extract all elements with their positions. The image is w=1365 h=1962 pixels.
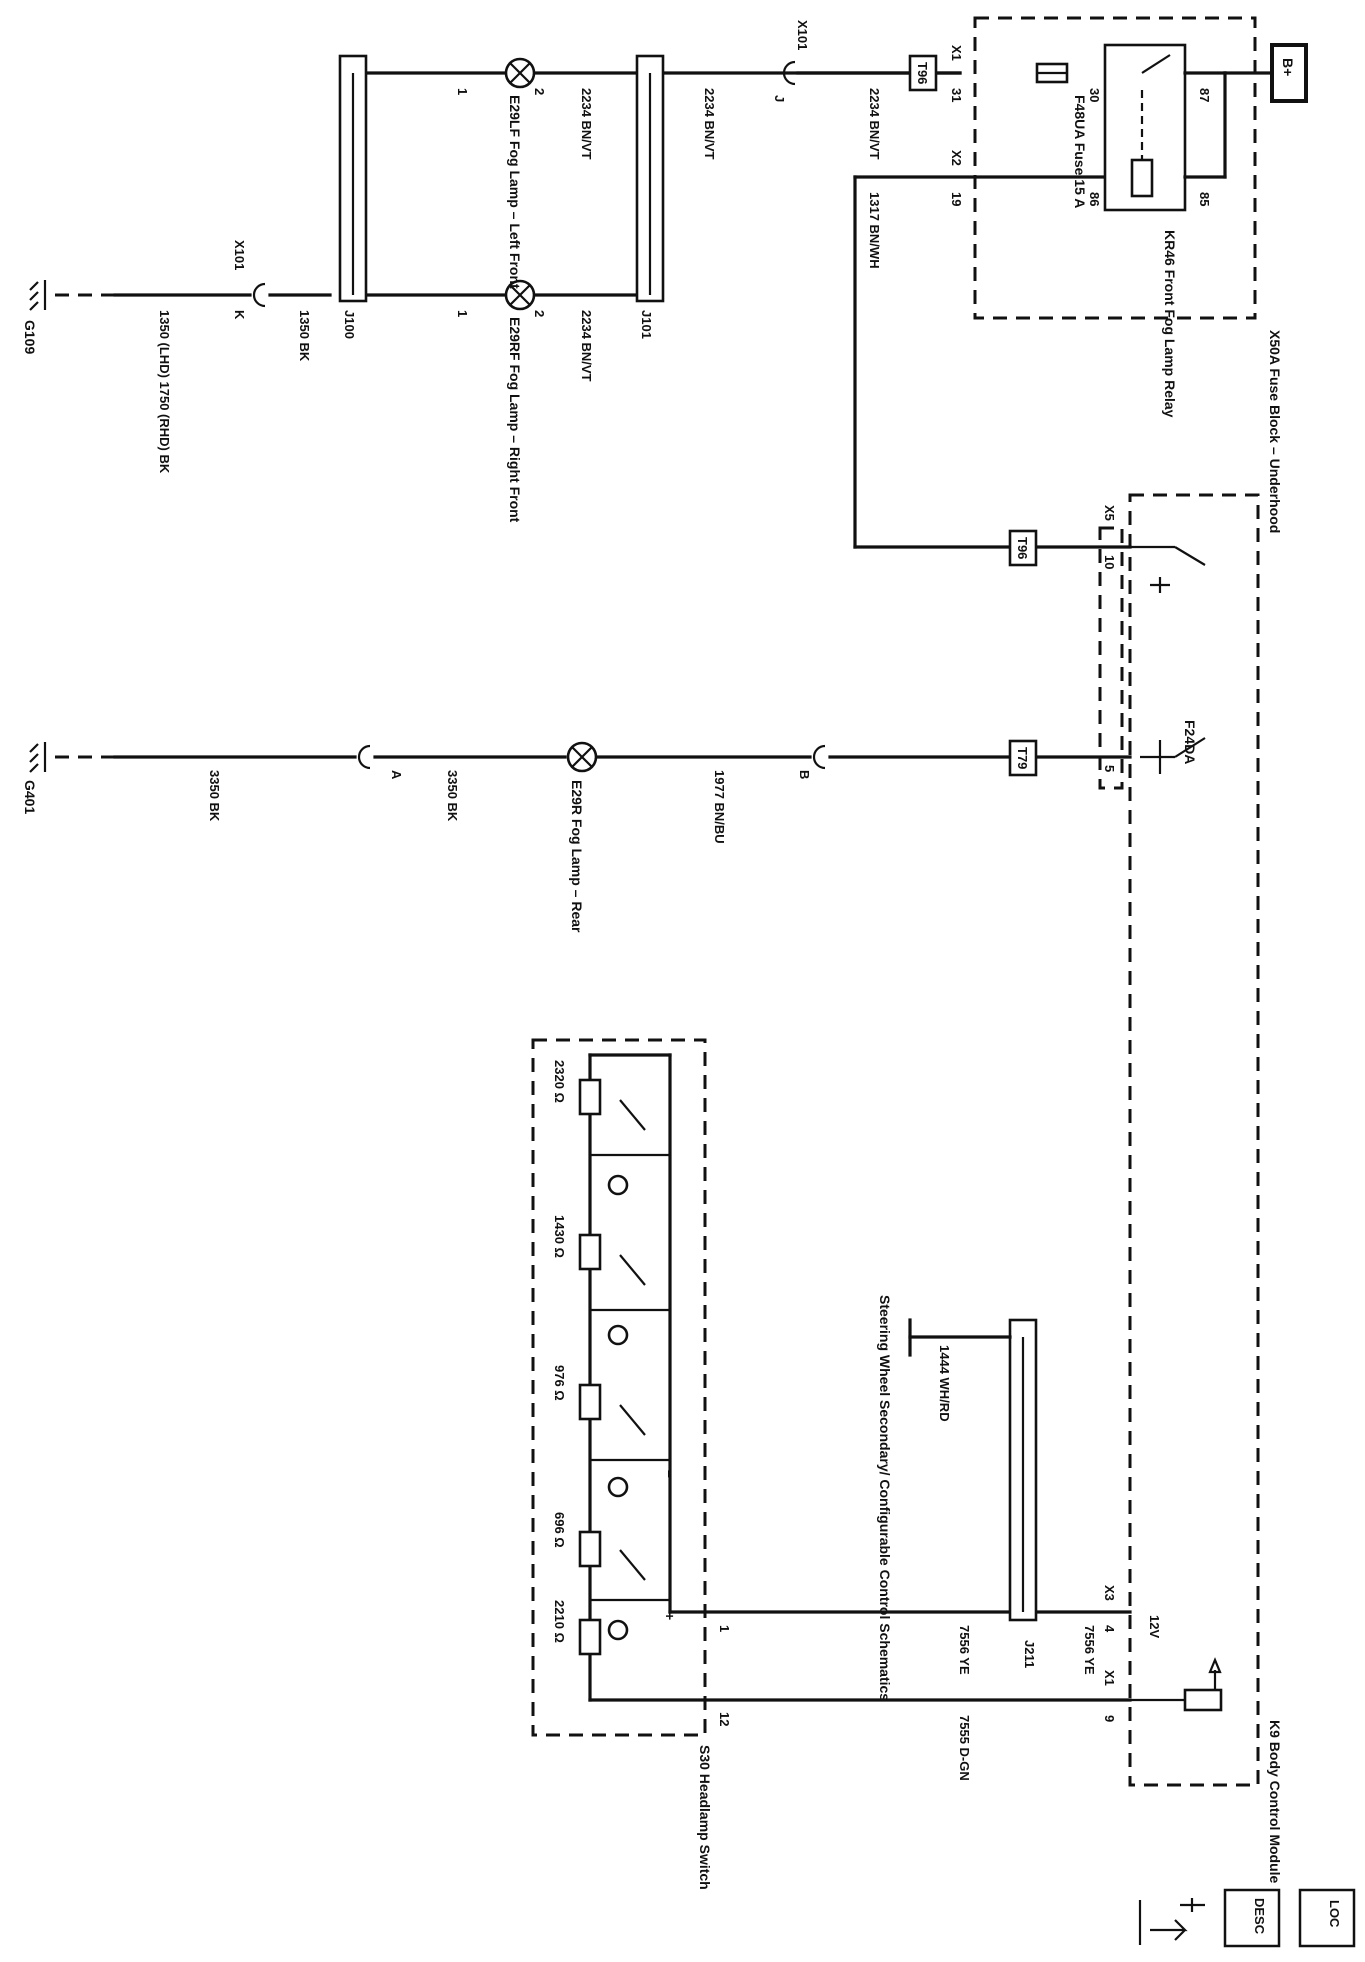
switch-branches [590,1099,670,1641]
fuse-block-outline [973,16,1257,320]
svg-text:T79: T79 [1015,747,1030,769]
svg-text:4: 4 [1102,1625,1117,1633]
label-fuse-block: X50A Fuse Block – Underhood [1267,330,1283,533]
svg-text:2234 BN/VT: 2234 BN/VT [579,310,594,382]
svg-text:X3: X3 [1102,1585,1117,1601]
svg-text:X1: X1 [1102,1670,1117,1686]
label-bcm: K9 Body Control Module [1267,1720,1283,1884]
label-lamp-lf: E29LF Fog Lamp – Left Front [507,95,523,289]
ground-g109-symbol [29,280,47,311]
terminal-t96-bcm [1008,529,1038,567]
svg-text:DESC: DESC [1252,1898,1267,1935]
svg-text:X101: X101 [232,240,247,270]
svg-text:1: 1 [455,88,470,95]
label-bcm-driver: F24DA [1182,720,1198,764]
label-steering-reference[interactable]: Steering Wheel Secondary/ Configurable C… [877,1295,893,1701]
connector-pin-j [782,60,796,86]
lamp-rear-symbol [566,741,598,773]
svg-text:B: B [797,770,812,779]
battery-b-plus: B+ [1280,58,1296,76]
svg-text:1444 WH/RD: 1444 WH/RD [937,1345,952,1422]
svg-text:X5: X5 [1102,505,1117,521]
terminal-t79 [1008,739,1038,777]
svg-text:87: 87 [1197,88,1212,102]
loc-icon[interactable]: LOC [1298,1888,1356,1948]
svg-text:+: + [662,1612,678,1620]
svg-text:X2: X2 [949,150,964,166]
svg-text:86: 86 [1087,192,1102,206]
svg-text:2234 BN/VT: 2234 BN/VT [867,88,882,160]
lamp-lf-symbol [504,57,536,89]
svg-text:3350 BK: 3350 BK [445,770,460,822]
svg-text:1: 1 [717,1625,732,1632]
svg-text:2: 2 [532,88,547,95]
svg-text:J101: J101 [639,310,654,339]
svg-text:12V: 12V [1147,1615,1162,1638]
label-lamp-rf: E29RF Fog Lamp – Right Front [507,317,523,523]
desc-icon[interactable]: DESC [1223,1888,1281,1948]
battery-b-plus-box [1270,43,1308,103]
svg-text:5: 5 [1102,765,1117,772]
bcm-outline [1128,493,1260,1787]
svg-text:2234 BN/VT: 2234 BN/VT [702,88,717,160]
ground-g401-symbol [29,742,47,773]
svg-text:1350 (LHD) 1750 (RHD) BK: 1350 (LHD) 1750 (RHD) BK [157,310,172,474]
svg-text:1977 BN/BU: 1977 BN/BU [712,770,727,844]
svg-text:31: 31 [949,88,964,102]
label-lamp-rear: E29R Fog Lamp – Rear [569,780,585,933]
svg-text:19: 19 [949,192,964,206]
svg-text:X101: X101 [795,20,810,50]
svg-text:1430 Ω: 1430 Ω [552,1215,567,1258]
terminal-t96-top [908,54,938,92]
connector-pin-k [252,282,266,308]
svg-text:J211: J211 [1022,1640,1037,1668]
svg-text:7556 YE: 7556 YE [957,1625,972,1675]
svg-text:J: J [772,95,787,102]
svg-text:2210 Ω: 2210 Ω [552,1600,567,1643]
svg-text:3350 BK: 3350 BK [207,770,222,822]
svg-text:J100: J100 [342,310,357,339]
svg-text:30: 30 [1087,88,1102,102]
wrench-arrows-icon[interactable] [1138,1898,1205,1945]
svg-text:7555 D-GN: 7555 D-GN [957,1715,972,1781]
svg-text:2: 2 [532,310,547,317]
svg-text:85: 85 [1197,192,1212,206]
connector-pin-a [357,744,371,770]
connector-pin-b [812,744,826,770]
svg-text:1350 BK: 1350 BK [297,310,312,362]
svg-text:12: 12 [717,1712,732,1726]
label-fuse: F48UA Fuse 15 A [1072,95,1088,208]
svg-text:696 Ω: 696 Ω [552,1512,567,1548]
svg-text:–: – [662,1470,678,1478]
svg-text:K: K [232,310,247,320]
svg-text:7556 YE: 7556 YE [1082,1625,1097,1675]
lamp-rf-symbol [504,279,536,311]
svg-text:2234 BN/VT: 2234 BN/VT [579,88,594,160]
bcm-x5-outline [1098,526,1124,790]
svg-text:1317 BN/WH: 1317 BN/WH [867,192,882,269]
label-relay: KR46 Front Fog Lamp Relay [1162,230,1178,418]
svg-text:X1: X1 [949,45,964,61]
svg-text:2320 Ω: 2320 Ω [552,1060,567,1103]
svg-text:LOC: LOC [1327,1900,1342,1928]
label-headlamp-switch: S30 Headlamp Switch [697,1745,713,1890]
svg-text:T96: T96 [1015,537,1030,559]
svg-text:9: 9 [1102,1715,1117,1722]
svg-text:T96: T96 [915,62,930,84]
label-ground-g109: G109 [22,320,38,354]
svg-text:10: 10 [1102,555,1117,569]
svg-text:A: A [389,770,404,780]
svg-text:1: 1 [455,310,470,317]
svg-text:976 Ω: 976 Ω [552,1365,567,1401]
headlamp-switch-outline [531,1038,707,1737]
label-ground-g401: G401 [22,780,38,814]
